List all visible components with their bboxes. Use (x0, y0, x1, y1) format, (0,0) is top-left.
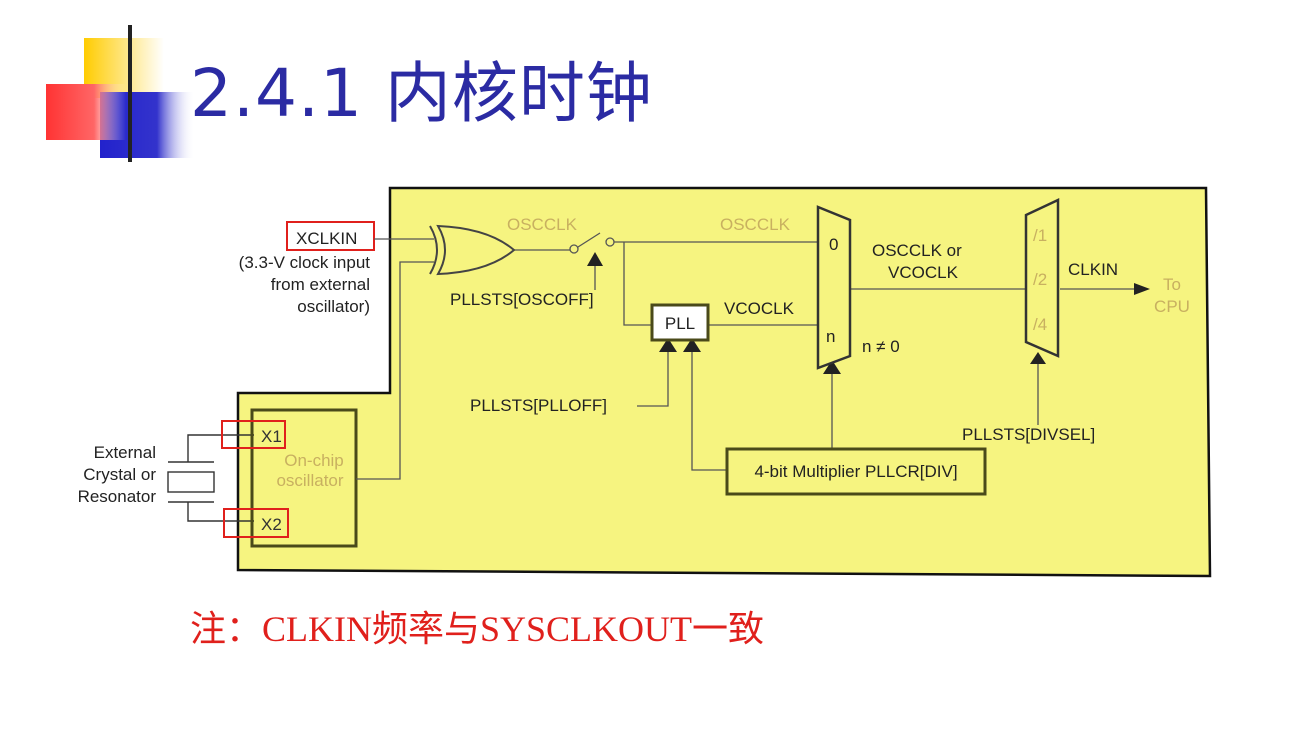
red-square (46, 84, 126, 140)
oscillator-box (250, 408, 358, 548)
xclkin-label: XCLKIN (296, 229, 357, 248)
pll-box (650, 303, 710, 342)
xor-gate (429, 224, 516, 276)
xclkin-note-2: from external (271, 275, 370, 294)
slide-title: 2.4.1 内核时钟 (190, 55, 653, 132)
multiplier-label: 4-bit Multiplier PLLCR[DIV] (754, 462, 957, 481)
n-condition-label: n ≠ 0 (862, 337, 900, 356)
diagram-background (236, 186, 1212, 578)
arrow-heads (587, 252, 1150, 374)
corner-decoration (46, 25, 195, 162)
mux-output-label-2: VCOCLK (888, 263, 959, 282)
oscoff-label: PLLSTS[OSCOFF] (450, 290, 594, 309)
wires (356, 238, 1142, 480)
xclkin-note-1: (3.3-V clock input (239, 253, 371, 272)
mux-input-0: 0 (829, 235, 838, 254)
vcoclk-label: VCOCLK (724, 299, 795, 318)
to-cpu-label-2: CPU (1154, 297, 1190, 316)
to-cpu-label-1: To (1163, 275, 1181, 294)
mux-input-n: n (826, 327, 835, 346)
xclkin-highlight (286, 221, 375, 251)
external-crystal-label-1: External (94, 443, 156, 462)
x2-highlight (223, 508, 289, 538)
oscillator-label-1: On-chip (284, 451, 344, 470)
crystal-symbol (167, 434, 254, 522)
footnote: 注：CLKIN频率与SYSCLKOUT一致 (190, 609, 765, 649)
xclkin-note-3: oscillator) (297, 297, 370, 316)
x1-label: X1 (261, 427, 282, 446)
oscillator-label-2: oscillator (276, 471, 343, 490)
div-2-label: /2 (1033, 270, 1047, 289)
x1-highlight (221, 420, 286, 449)
osc-in-label: OSCCLK (720, 215, 791, 234)
vertical-rule (128, 25, 132, 162)
div-4-label: /4 (1033, 315, 1047, 334)
external-crystal-label-2: Crystal or (83, 465, 156, 484)
divsel-label: PLLSTS[DIVSEL] (962, 425, 1095, 444)
multiplier-box (725, 447, 987, 496)
osc-switch (569, 232, 615, 254)
mux-output-label-1: OSCCLK or (872, 241, 962, 260)
div-1-label: /1 (1033, 226, 1047, 245)
external-crystal-label-3: Resonator (78, 487, 157, 506)
clock-mux (816, 205, 852, 370)
x2-label: X2 (261, 515, 282, 534)
divider-mux (1024, 198, 1060, 358)
plloff-label: PLLSTS[PLLOFF] (470, 396, 607, 415)
osc-out-label: OSCCLK (507, 215, 578, 234)
pll-label: PLL (665, 314, 695, 333)
clkin-label: CLKIN (1068, 260, 1118, 279)
